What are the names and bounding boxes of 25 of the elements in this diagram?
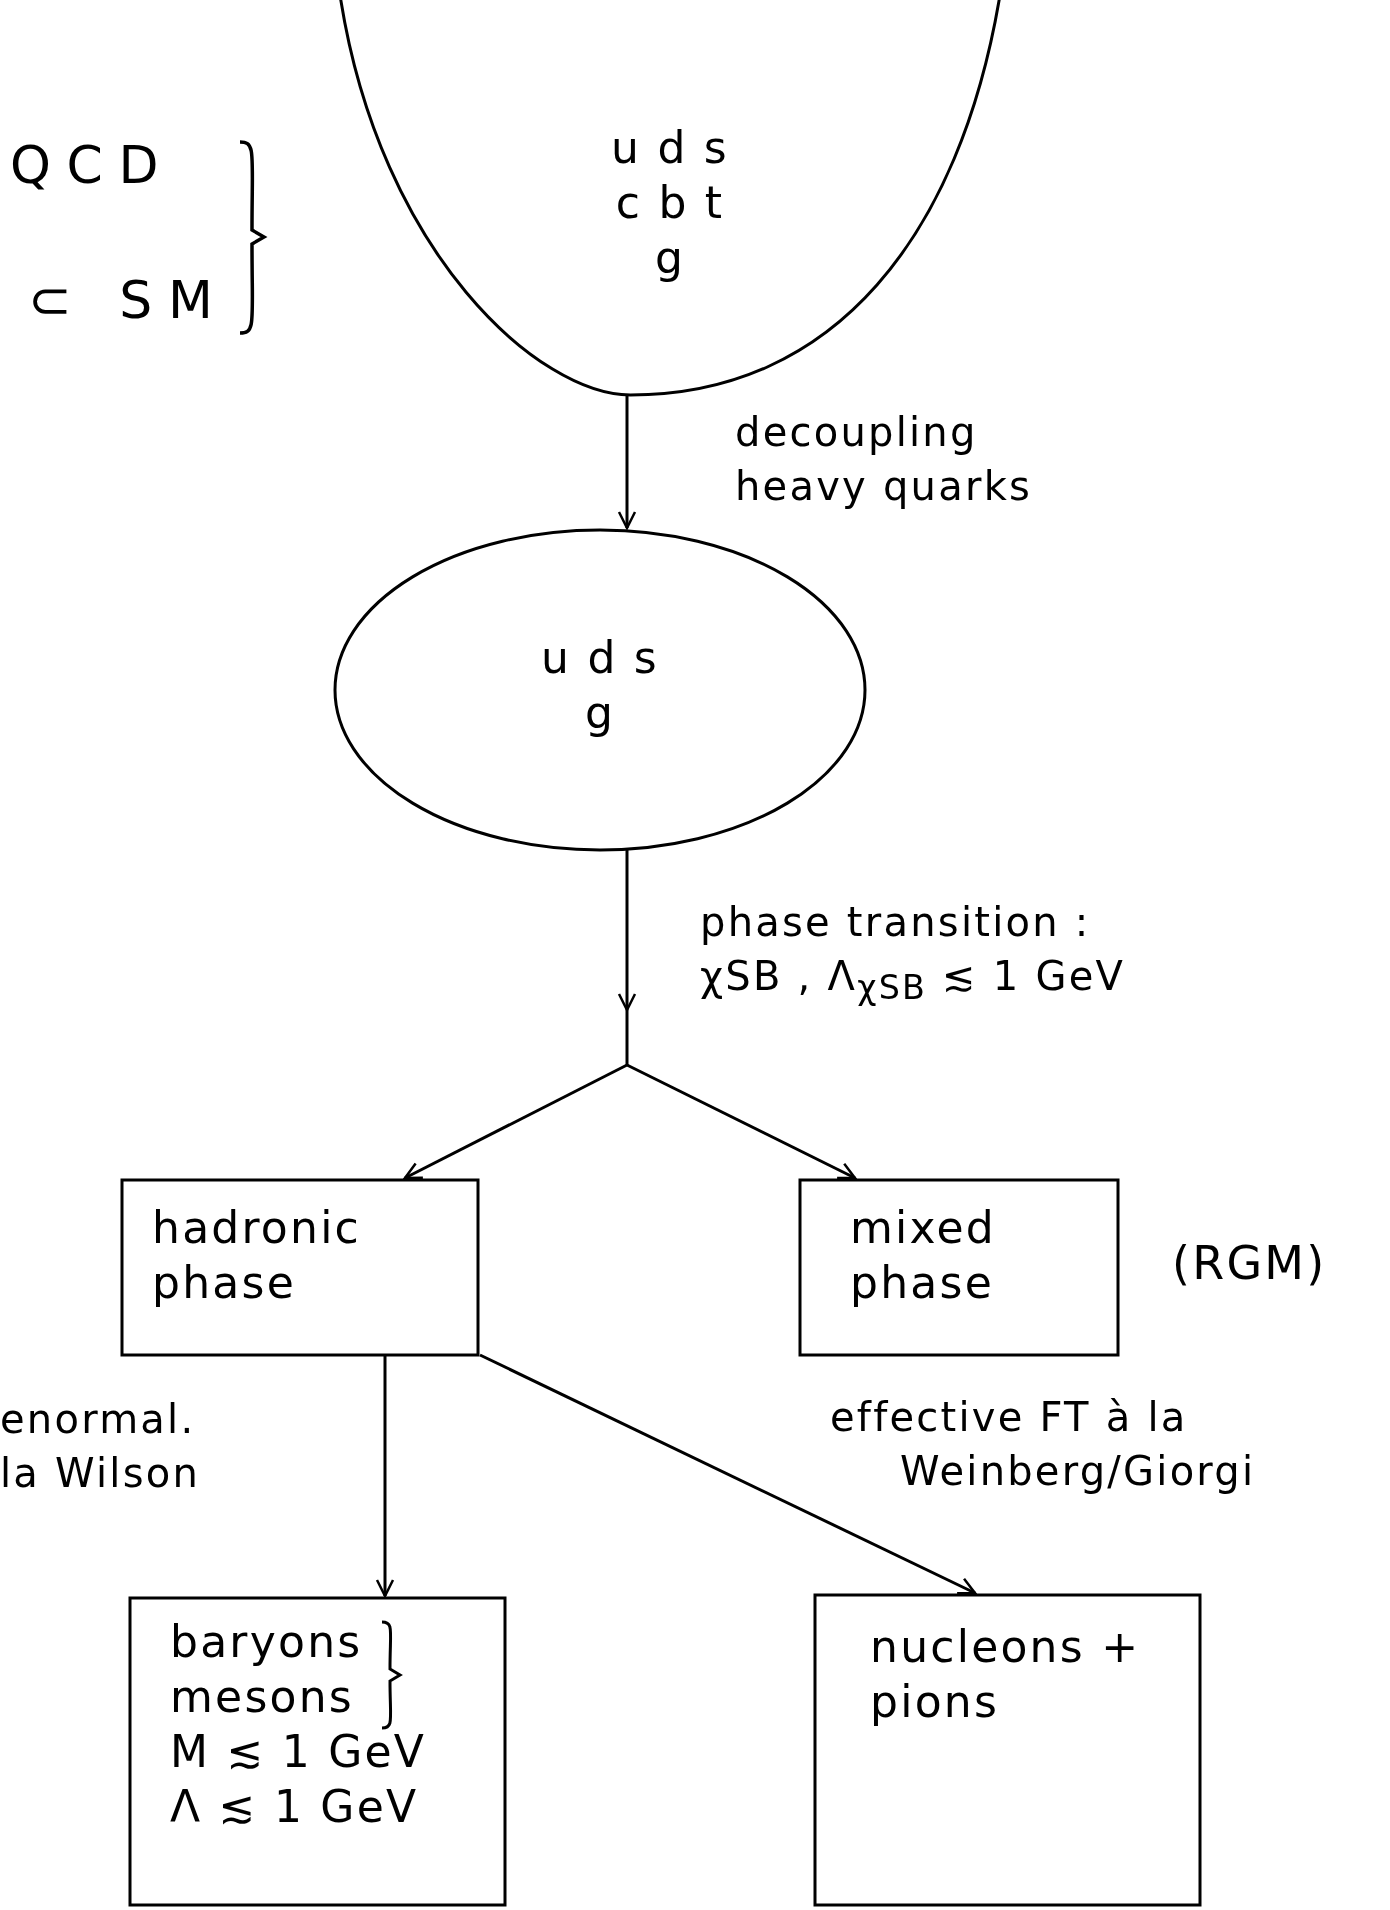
box-node: [122, 1180, 478, 1355]
node-text: g: [654, 231, 686, 285]
arrow: [617, 395, 637, 530]
node-text: c b t: [615, 176, 725, 230]
arrow: [479, 1353, 977, 1595]
node-text: Λ ≲ 1 GeV: [170, 1780, 419, 1834]
ellipse-node: [335, 530, 865, 850]
arrow: [375, 1355, 395, 1598]
node-text: g: [584, 686, 616, 740]
node-text: M ≲ 1 GeV: [170, 1725, 427, 1779]
node-text: u d s: [541, 631, 659, 685]
arrow: [403, 1063, 628, 1180]
formula-text: QCD: [10, 135, 175, 195]
node-text: hadronic phase: [152, 1201, 363, 1310]
box-node: [130, 1598, 505, 1905]
arrow: [626, 1063, 857, 1180]
formula-text: ⊂ SM: [28, 270, 229, 330]
box-node: [800, 1180, 1118, 1355]
open-bowl-curve: [340, 0, 1000, 395]
node-text: nucleons + pions: [870, 1620, 1142, 1729]
node-text: mesons: [170, 1670, 355, 1724]
box-node: [815, 1595, 1200, 1905]
node-text: baryons: [170, 1615, 363, 1669]
node-text: u d s: [611, 121, 729, 175]
node-text: mixed phase: [850, 1201, 997, 1310]
